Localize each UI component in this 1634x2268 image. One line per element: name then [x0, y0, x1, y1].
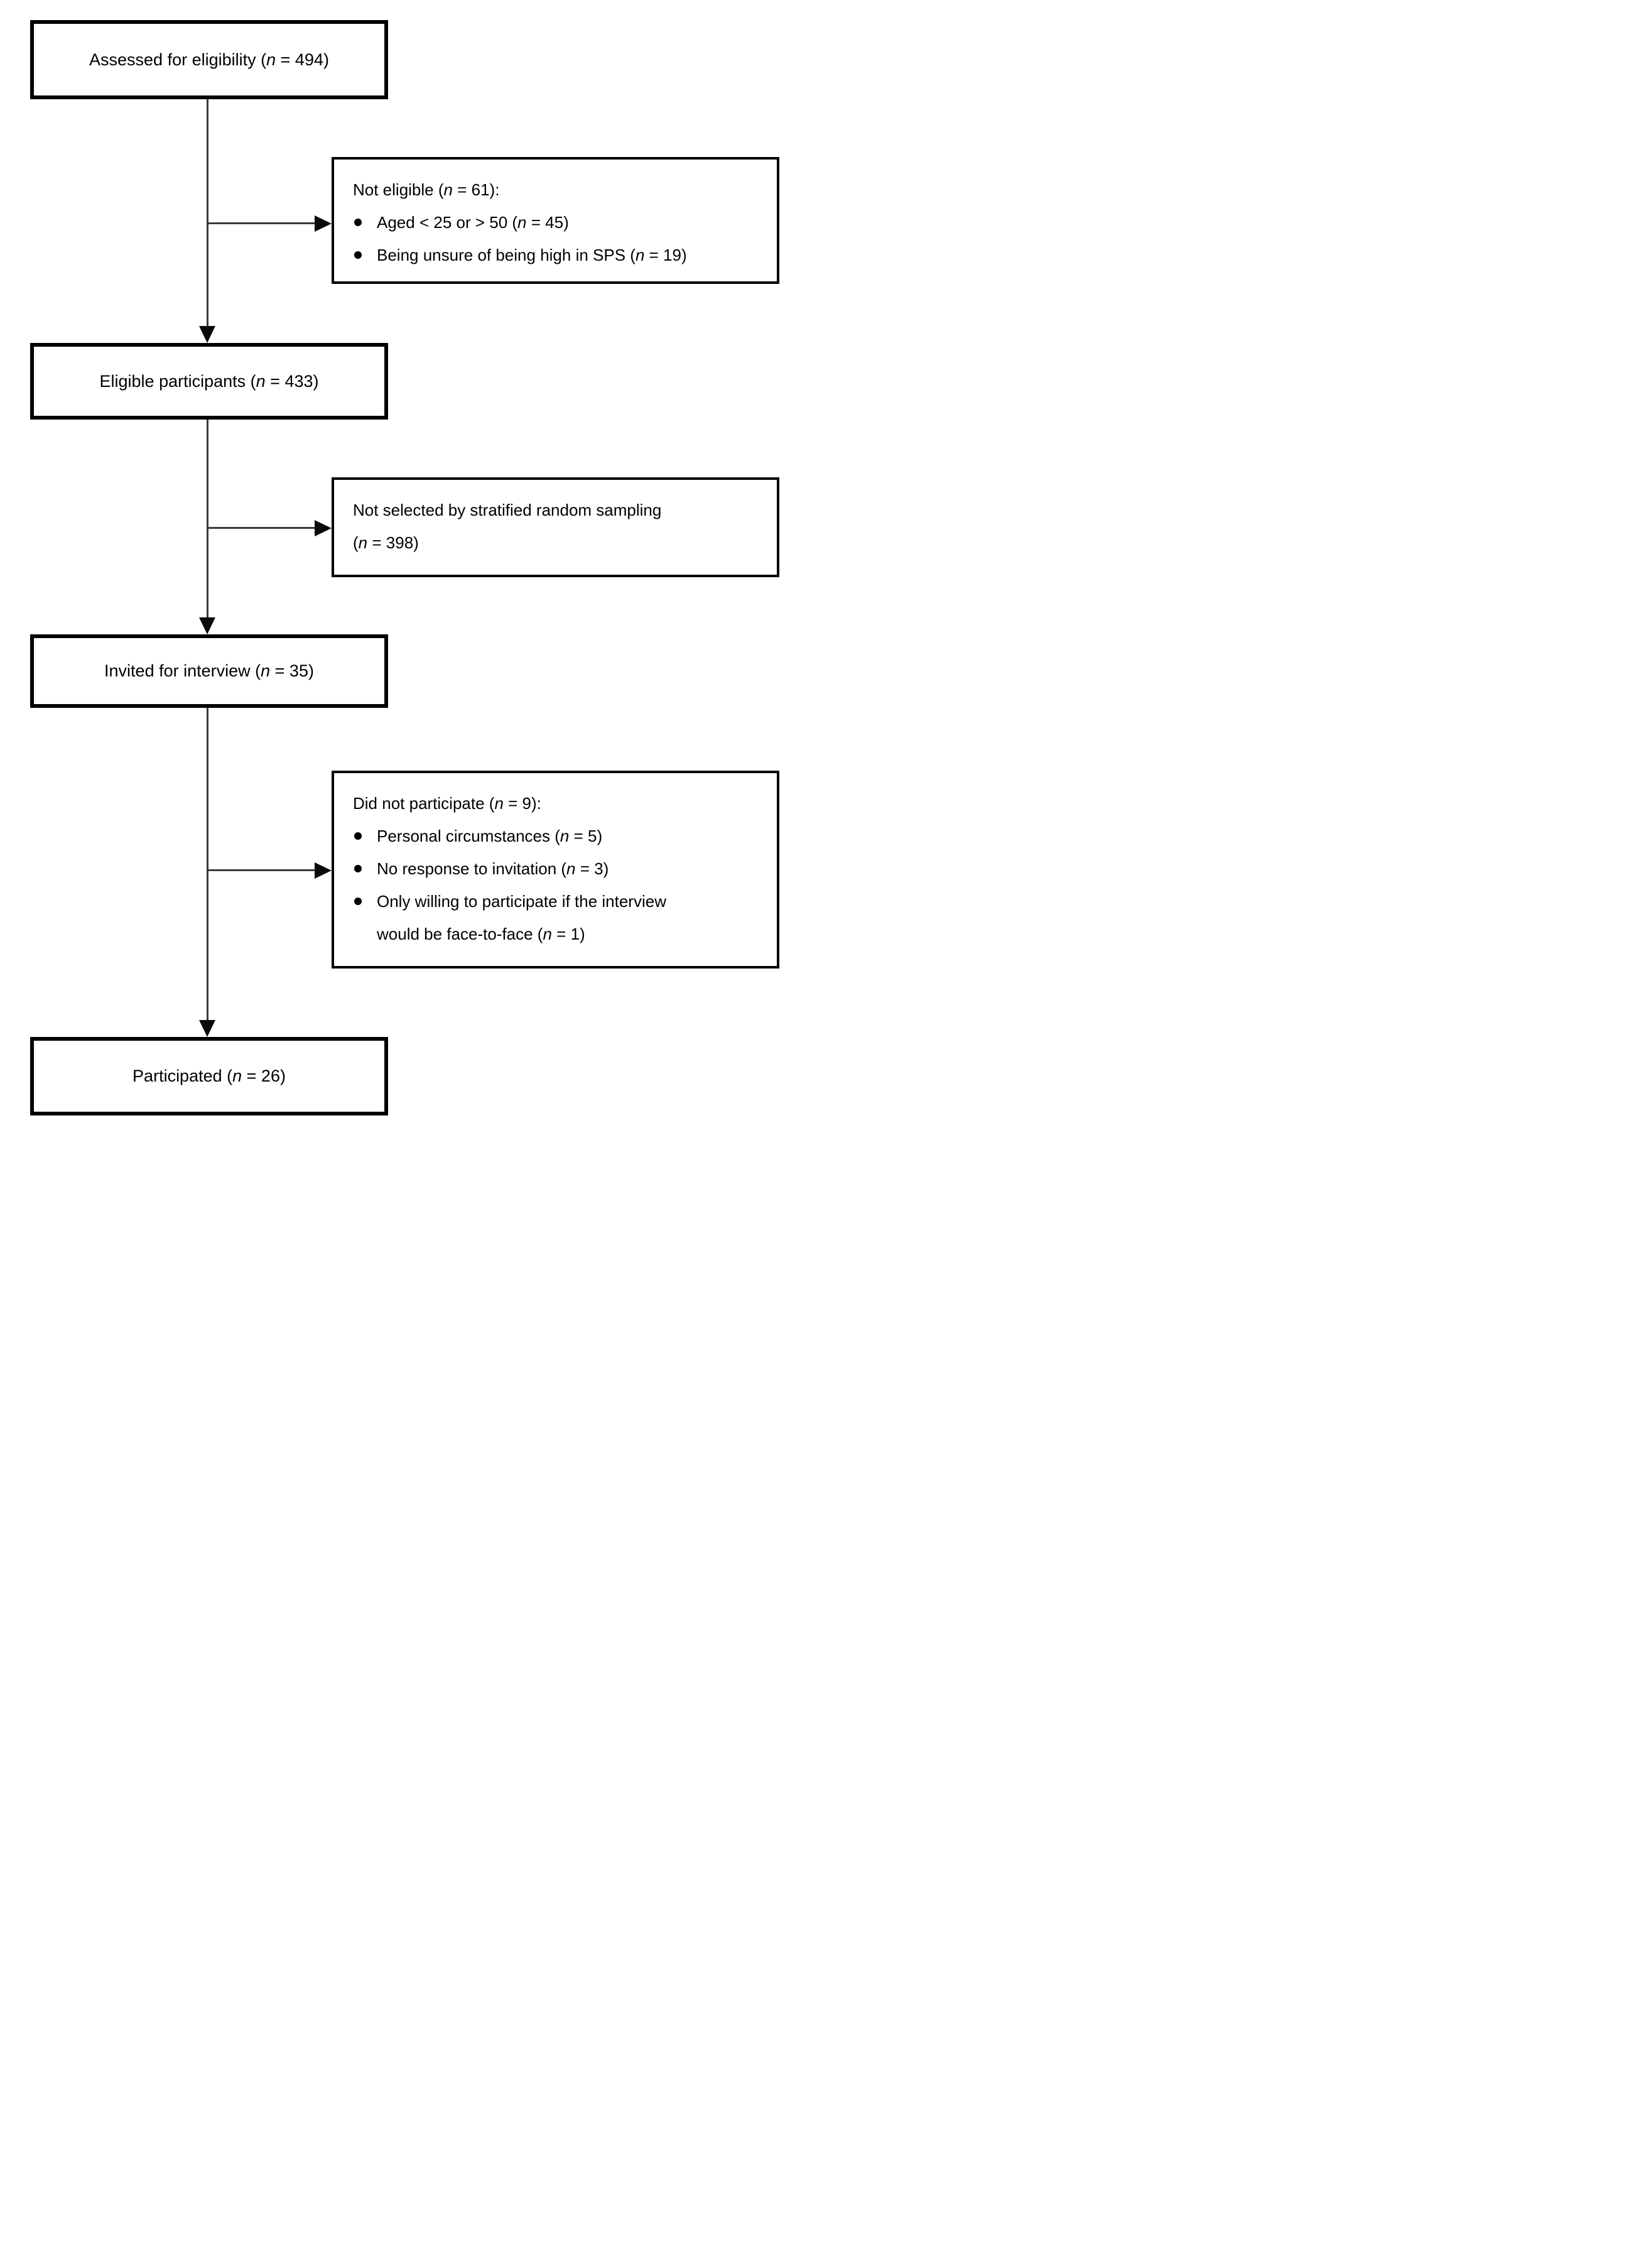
arrowhead-right-icon — [315, 519, 332, 536]
arrow-line-vertical-3 — [207, 708, 208, 1022]
side-box-title: Not eligible (n = 61): — [353, 173, 758, 206]
bullet-icon — [354, 832, 362, 840]
box-label: Participated (n = 26) — [133, 1066, 286, 1086]
arrowhead-right-icon — [315, 215, 332, 232]
label-part: = 35) — [270, 661, 314, 680]
label-part: No response to invitation ( — [377, 859, 567, 878]
side-box-text-line: Not selected by stratified random sampli… — [353, 501, 662, 519]
label-part: = 1) — [551, 925, 585, 943]
label-part: = 45) — [526, 213, 569, 232]
arrow-line-vertical-2 — [207, 420, 208, 619]
list-item-text: Only willing to participate if the inter… — [377, 885, 758, 950]
box-label: Assessed for eligibility (n = 494) — [89, 50, 329, 70]
box-eligible-participants: Eligible participants (n = 433) — [30, 343, 388, 420]
label-part: = 3) — [575, 859, 609, 878]
box-not-eligible: Not eligible (n = 61): Aged < 25 or > 50… — [332, 157, 779, 284]
label-part: = 9): — [503, 794, 541, 813]
arrowhead-right-icon — [315, 862, 332, 879]
n-italic: n — [232, 1066, 242, 1085]
side-box-text-line: (n = 398) — [353, 526, 758, 559]
n-italic: n — [494, 794, 504, 813]
label-part: Personal circumstances ( — [377, 827, 560, 845]
list-item: Aged < 25 or > 50 (n = 45) — [353, 206, 758, 239]
label-part: Eligible participants ( — [99, 371, 256, 391]
n-italic: n — [560, 827, 570, 845]
box-label: Invited for interview (n = 35) — [104, 661, 314, 681]
label-part: = 433) — [265, 371, 319, 391]
label-part: = 398) — [367, 533, 419, 552]
arrow-line-branch-1 — [208, 222, 317, 224]
list-item-text: Aged < 25 or > 50 (n = 45) — [377, 206, 758, 239]
label-part: = 5) — [569, 827, 603, 845]
side-box-title: Did not participate (n = 9): — [353, 787, 758, 820]
box-not-selected: Not selected by stratified random sampli… — [332, 477, 779, 577]
arrowhead-down-icon — [199, 326, 215, 343]
n-italic: n — [266, 50, 276, 69]
box-participated: Participated (n = 26) — [30, 1037, 388, 1115]
label-part: Invited for interview ( — [104, 661, 261, 680]
arrowhead-down-icon — [199, 1020, 215, 1037]
list-item: Only willing to participate if the inter… — [353, 885, 758, 950]
label-part: Being unsure of being high in SPS ( — [377, 246, 636, 264]
bullet-icon — [354, 219, 362, 226]
n-italic: n — [543, 925, 552, 943]
label-part: ( — [353, 533, 359, 552]
participant-flow-diagram: Assessed for eligibility (n = 494) Not e… — [0, 0, 817, 1134]
n-italic: n — [566, 859, 576, 878]
n-italic: n — [635, 246, 645, 264]
list-item-text: No response to invitation (n = 3) — [377, 852, 758, 885]
n-italic: n — [443, 180, 453, 199]
label-part: Not eligible ( — [353, 180, 444, 199]
list-item: Personal circumstances (n = 5) — [353, 820, 758, 852]
label-part: Only willing to participate if the inter… — [377, 892, 666, 911]
arrow-line-branch-3 — [208, 869, 317, 871]
n-italic: n — [358, 533, 368, 552]
bullet-icon — [354, 251, 362, 259]
arrowhead-down-icon — [199, 617, 215, 634]
side-box-text-line: would be face-to-face (n = 1) — [377, 918, 758, 950]
n-italic: n — [517, 213, 527, 232]
bullet-icon — [354, 898, 362, 905]
label-part: would be face-to-face ( — [377, 925, 543, 943]
label-part: Did not participate ( — [353, 794, 495, 813]
list-item: No response to invitation (n = 3) — [353, 852, 758, 885]
box-label: Eligible participants (n = 433) — [100, 372, 319, 391]
box-invited-for-interview: Invited for interview (n = 35) — [30, 634, 388, 708]
arrow-line-branch-2 — [208, 527, 317, 529]
box-assessed-eligibility: Assessed for eligibility (n = 494) — [30, 20, 388, 99]
n-italic: n — [256, 371, 266, 391]
label-part: = 61): — [452, 180, 500, 199]
label-part: Participated ( — [133, 1066, 233, 1085]
label-part: Assessed for eligibility ( — [89, 50, 267, 69]
list-item-text: Personal circumstances (n = 5) — [377, 820, 758, 852]
list-item-text: Being unsure of being high in SPS (n = 1… — [377, 239, 758, 271]
bullet-icon — [354, 865, 362, 872]
list-item: Being unsure of being high in SPS (n = 1… — [353, 239, 758, 271]
label-part: Aged < 25 or > 50 ( — [377, 213, 518, 232]
label-part: = 26) — [242, 1066, 286, 1085]
n-italic: n — [261, 661, 271, 680]
box-did-not-participate: Did not participate (n = 9): Personal ci… — [332, 771, 779, 969]
arrow-line-vertical-1 — [207, 99, 208, 328]
label-part: = 19) — [644, 246, 687, 264]
label-part: = 494) — [276, 50, 329, 69]
